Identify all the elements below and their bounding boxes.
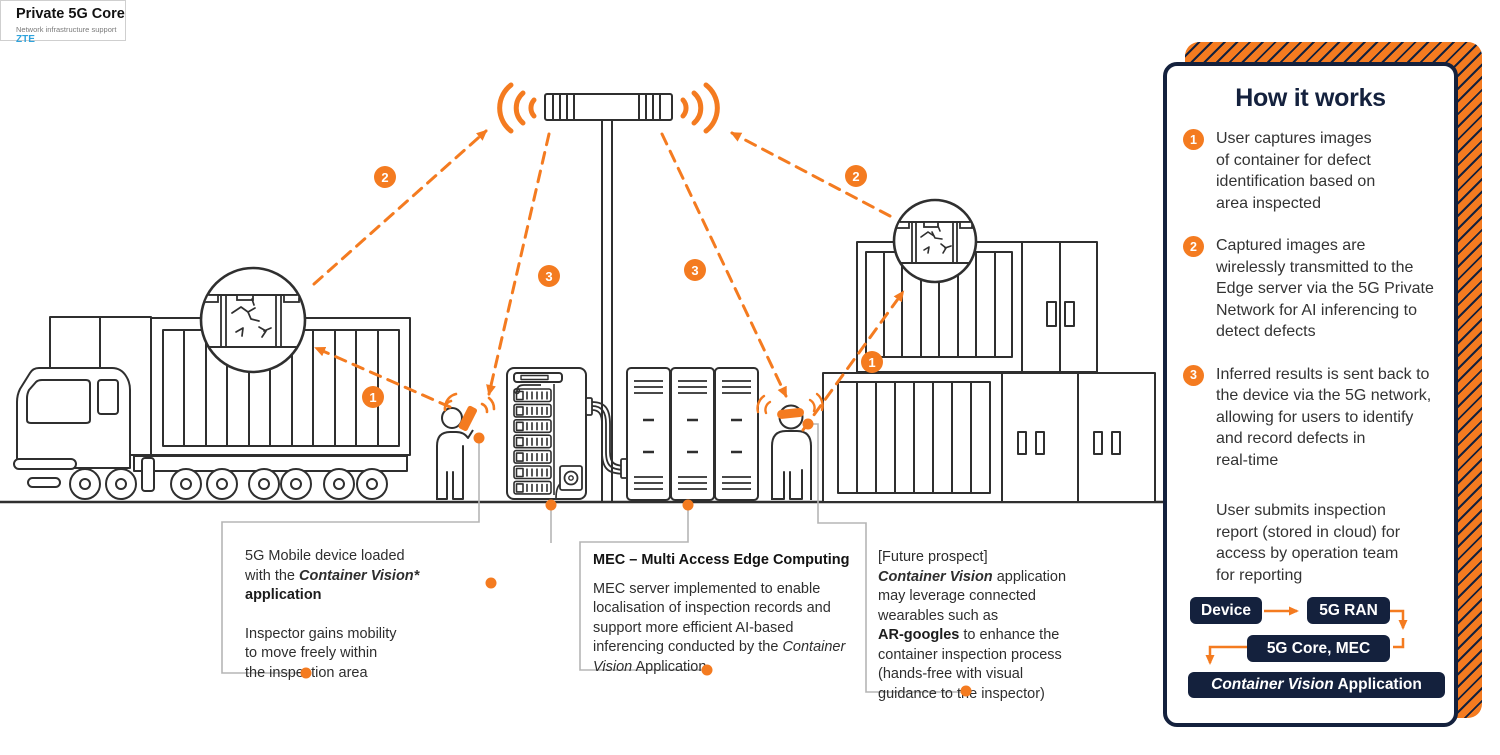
mec-cabinets-icon [626,367,759,501]
truck-icon [13,316,411,500]
arrow-capture-right [801,290,905,432]
zte-logo: ZTE [16,34,35,45]
truck-wheels [69,468,388,500]
caption-future-prospect: [Future prospect] Container Vision appli… [878,549,1067,702]
wifi-waves-left-icon [497,82,537,134]
container-stack-icon [822,241,1156,503]
container-vision-label: Container Vision [878,568,993,585]
inspector-ar-icon [756,392,824,500]
arrow-return-right [660,132,788,398]
step-item-2: 2 Captured images are wirelessly transmi… [1183,235,1438,343]
core-server-icon [506,367,587,500]
leader-lines [221,423,963,693]
step-text-2: Captured images are wirelessly transmitt… [1216,237,1434,340]
flow-box-device: Device [1190,597,1262,624]
panel-note: User submits inspection report (stored i… [1216,502,1401,584]
magnifier-defect-left-icon [199,266,307,374]
step-badge-1: 1 [1183,129,1204,150]
signal-arrows [312,129,905,432]
arrow-capture-left [314,346,452,409]
container-vision-label: Container Vision* [299,567,420,584]
flow-box-5g-ran: 5G RAN [1307,597,1390,624]
arrow-transmit-right [730,131,892,218]
step-badge-3: 3 [1183,364,1204,386]
caption-mobile-line1: 5G Mobile device loaded [245,548,405,564]
badge-step2-right: 2 [845,165,867,187]
badge-step3-right: 3 [684,259,706,281]
step-item-3: 3 Inferred results is sent back to the d… [1183,364,1438,472]
private-5g-core-title: Private 5G Core [16,6,125,22]
step-text-3: Inferred results is sent back to the dev… [1216,365,1432,469]
how-it-works-panel: How it works 1 User captures images of c… [1163,62,1458,727]
panel-title: How it works [1235,84,1386,112]
badge-step1-left: 1 [362,386,384,408]
arrow-transmit-left [312,129,488,286]
mec-title: MEC – Multi Access Edge Computing [593,552,850,568]
step-item-1: 1 User captures images of container for … [1183,128,1438,214]
antenna-tower-icon [544,93,673,502]
step-text-1: User captures images of container for de… [1216,130,1376,212]
step-badge-2: 2 [1183,236,1204,257]
caption-mobile-para2: Inspector gains mobility to move freely … [245,625,397,681]
flow-box-container-vision-app: Container Vision Application [1188,672,1445,698]
caption-mobile-device: 5G Mobile device loaded with the Contain… [245,547,460,683]
wifi-waves-right-icon [680,82,720,134]
flow-box-5g-core-mec: 5G Core, MEC [1247,635,1390,662]
caption-mec: MEC – Multi Access Edge Computing MEC se… [593,551,873,677]
badge-step1-right: 1 [861,351,883,373]
badge-step3-left: 3 [538,265,560,287]
server-mec-cable [585,397,629,479]
inspector-phone-icon [436,392,496,500]
caption-private-5g-core: Private 5G Core Network infrastructure s… [0,0,126,45]
ar-googles-label: AR-googles [878,627,960,643]
magnifier-defect-right-icon [892,198,978,284]
badge-step2-left: 2 [374,166,396,188]
arrow-return-left [486,132,551,396]
